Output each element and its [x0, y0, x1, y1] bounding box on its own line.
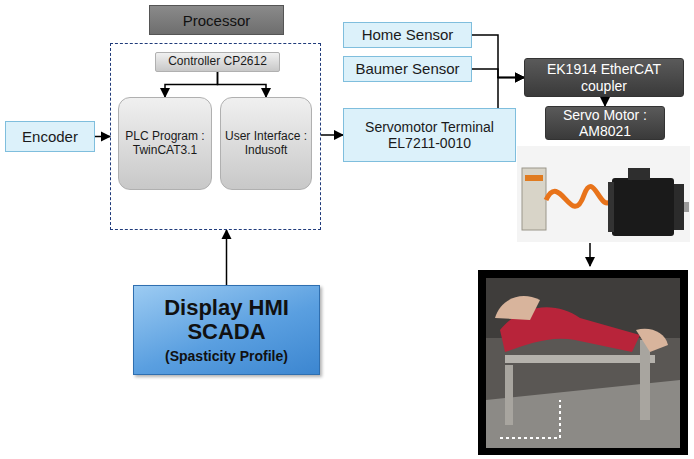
servo-motor-picture [517, 146, 690, 242]
encoder-box: Encoder [5, 121, 95, 152]
arm-skin [495, 296, 540, 320]
process-box: PLC Program : TwinCAT3.1 [118, 97, 212, 190]
picture-arrow [589, 243, 591, 266]
node-label: Display HMI SCADA [138, 296, 315, 344]
photo-post [640, 340, 650, 420]
node-label: Controller CP2612 [168, 55, 267, 69]
coupler-box: EK1914 EtherCAT coupler [524, 58, 684, 97]
connector-arrow [472, 69, 524, 78]
connector-arrow [95, 136, 110, 138]
motor-shaft [684, 202, 689, 212]
node-label: Encoder [22, 128, 78, 145]
connector-arrow [321, 134, 343, 136]
controller-box: Controller CP2612 [155, 52, 280, 72]
photo-scene [486, 278, 680, 448]
motor-end [608, 182, 614, 232]
connector-arrow [498, 78, 524, 109]
picture-ground [517, 146, 690, 242]
node-label: Home Sensor [362, 26, 454, 43]
node-label: PLC Program : TwinCAT3.1 [122, 130, 208, 158]
photo-mark [500, 437, 560, 439]
region-heading: Processor [149, 5, 284, 35]
connector-arrow [604, 97, 606, 106]
drive-label [525, 175, 543, 181]
processor-region: ProcessorController CP2612PLC Program : … [110, 43, 321, 230]
photo-mark [559, 400, 561, 438]
node-label: Baumer Sensor [355, 60, 459, 77]
display-box: Display HMI SCADA (Spasticity Profile) [133, 285, 320, 375]
photo-post [505, 365, 513, 425]
sensor-box: Baumer Sensor [343, 56, 472, 82]
photo-frame [478, 270, 688, 455]
connector-arrow [218, 72, 267, 97]
connector-arrow [226, 230, 228, 285]
node-label: Servo Motor : AM8021 [552, 107, 658, 139]
node-label: User Interface : Indusoft [224, 130, 308, 158]
sensor-box: Home Sensor [343, 22, 472, 48]
node-label: (Spasticity Profile) [165, 348, 288, 364]
motor-box: Servo Motor : AM8021 [545, 106, 665, 140]
node-label: EK1914 EtherCAT coupler [531, 61, 677, 93]
terminal-box: Servomotor Terminal EL7211-0010 [343, 108, 516, 162]
motor-body [612, 178, 674, 236]
motor-connector [628, 168, 650, 180]
process-box: User Interface : Indusoft [220, 97, 312, 190]
photo-table [486, 380, 680, 448]
connector-arrow [165, 72, 218, 97]
connector-arrow [472, 35, 524, 78]
node-label: Servomotor Terminal EL7211-0010 [348, 119, 511, 151]
hand [636, 329, 668, 352]
motor-cable [546, 186, 612, 206]
drive-box [522, 168, 546, 230]
motor-flange [674, 184, 684, 230]
photo-rail [505, 355, 655, 363]
device-photo [478, 270, 688, 455]
